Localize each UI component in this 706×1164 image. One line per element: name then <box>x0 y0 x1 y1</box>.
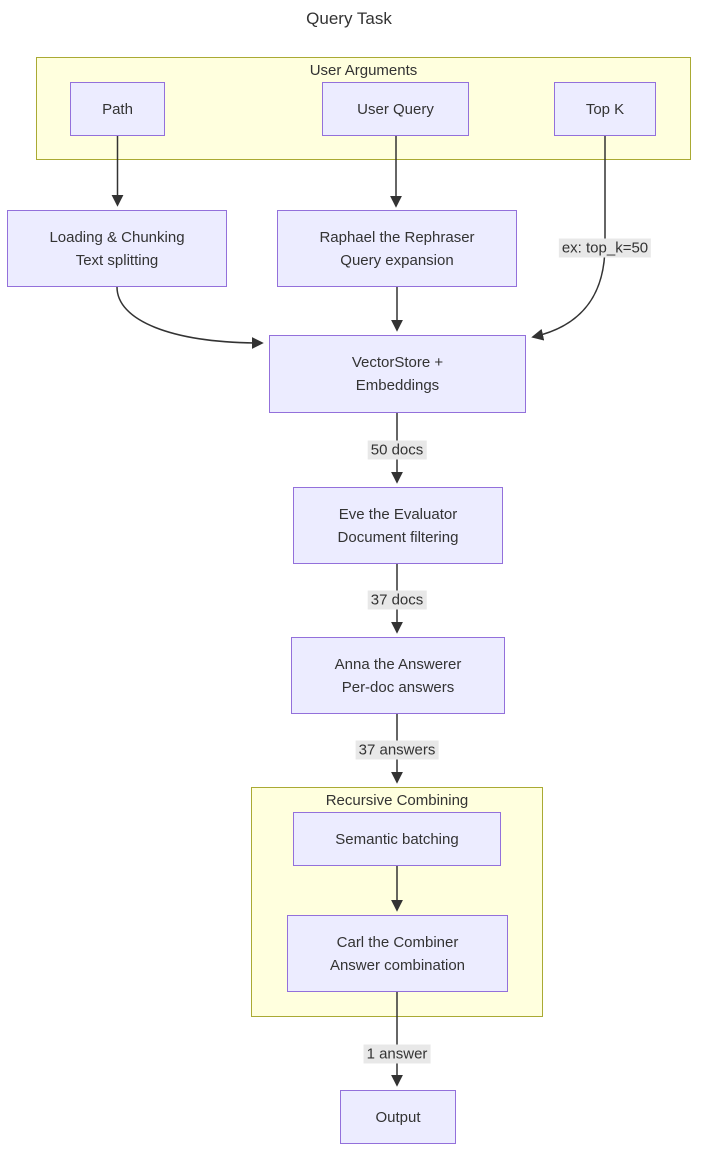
node-semantic-batching: Semantic batching <box>293 812 501 866</box>
node-loading-chunking-line1: Loading & Chunking <box>49 228 185 246</box>
node-semantic-batching-label: Semantic batching <box>335 830 459 848</box>
node-eve-evaluator-line2: Document filtering <box>337 528 459 546</box>
node-loading-chunking-line2: Text splitting <box>75 251 159 269</box>
node-carl-combiner-line2: Answer combination <box>329 956 466 974</box>
node-eve-evaluator-line1: Eve the Evaluator <box>338 505 458 523</box>
edge-label-37-answers: 37 answers <box>355 740 439 760</box>
node-vectorstore-line2: Embeddings <box>355 377 440 394</box>
edge-label-top-k-example: ex: top_k=50 <box>558 238 652 258</box>
node-anna-answerer: Anna the Answerer Per-doc answers <box>291 637 505 714</box>
node-output-label: Output <box>375 1108 421 1126</box>
edge-loading-to-vectorstore <box>116 286 264 349</box>
node-vectorstore-embeddings: VectorStore + Embeddings <box>269 335 526 413</box>
node-carl-combiner: Carl the Combiner Answer combination <box>287 915 508 992</box>
edge-label-37-docs: 37 docs <box>367 590 427 610</box>
node-vectorstore-line1: VectorStore + <box>351 354 444 371</box>
node-anna-answerer-line1: Anna the Answerer <box>334 655 462 673</box>
edge-label-50-docs: 50 docs <box>367 440 427 460</box>
cluster-user-arguments-label: User Arguments <box>309 62 418 79</box>
node-anna-answerer-line2: Per-doc answers <box>341 678 455 696</box>
node-path-label: Path <box>102 100 133 118</box>
node-path: Path <box>70 82 165 136</box>
edge-label-1-answer: 1 answer <box>363 1044 431 1064</box>
node-raphael-rephraser-line1: Raphael the Rephraser <box>319 228 475 246</box>
edge-topk-to-vectorstore <box>531 136 606 341</box>
node-output: Output <box>340 1090 456 1144</box>
node-top-k: Top K <box>554 82 656 136</box>
node-user-query-label: User Query <box>357 100 434 118</box>
node-raphael-rephraser: Raphael the Rephraser Query expansion <box>277 210 517 287</box>
node-loading-chunking: Loading & Chunking Text splitting <box>7 210 227 287</box>
cluster-recursive-combining-label: Recursive Combining <box>325 792 469 809</box>
node-user-query: User Query <box>322 82 469 136</box>
node-raphael-rephraser-line2: Query expansion <box>340 251 454 269</box>
node-eve-evaluator: Eve the Evaluator Document filtering <box>293 487 503 564</box>
node-carl-combiner-line1: Carl the Combiner <box>336 933 459 951</box>
diagram-title: Query Task <box>306 9 392 28</box>
node-top-k-label: Top K <box>585 100 625 118</box>
